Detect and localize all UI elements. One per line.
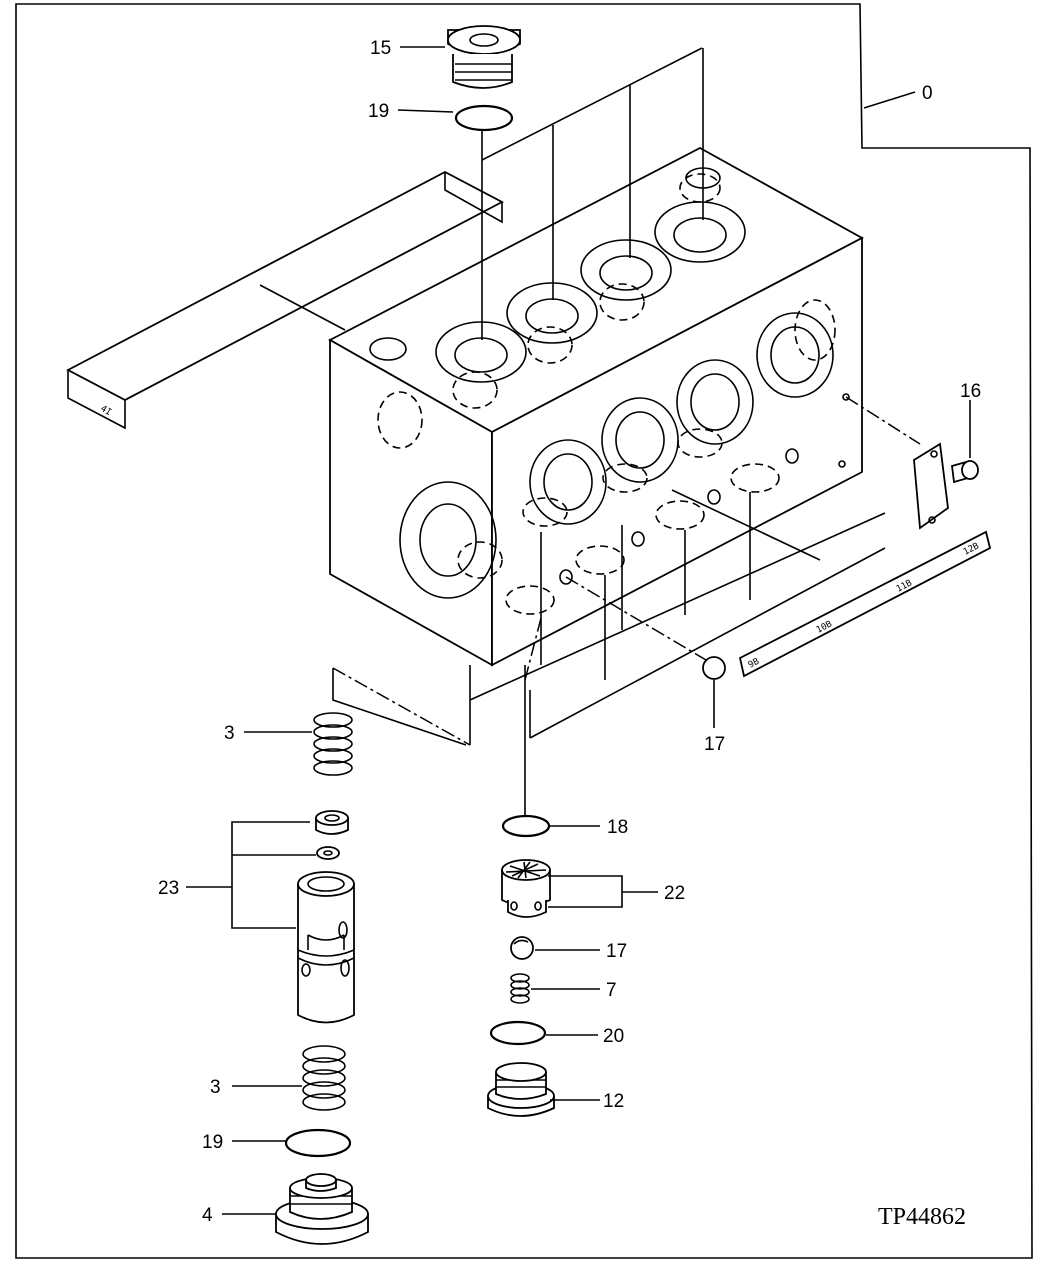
callout-label-17a: 17: [704, 734, 725, 755]
callout-label-19b: 19: [202, 1132, 223, 1153]
part-19-oring-top: [454, 104, 514, 132]
part-12-plug: [487, 1062, 555, 1117]
tag-strip-right: 9B 10B 11B 12B: [738, 530, 992, 678]
valve-body: [328, 146, 886, 745]
figure-id: TP44862: [878, 1204, 966, 1230]
part-15-plug: [447, 25, 521, 89]
part-3-spring-upper: [313, 712, 353, 776]
tag-right-9b: 9B: [747, 657, 761, 671]
callout-label-17b: 17: [606, 941, 627, 962]
part-19-oring-lower: [284, 1128, 352, 1158]
callout-label-22: 22: [664, 883, 685, 904]
assembly-border: [15, 3, 1033, 1259]
tag-left-label: 4I: [99, 404, 113, 418]
callout-label-4: 4: [202, 1205, 213, 1226]
callout-label-3b: 3: [210, 1077, 221, 1098]
part-23-spool-assembly: [297, 810, 355, 1024]
callout-leader-0: [863, 91, 916, 109]
callout-leader-19a: [397, 109, 454, 113]
part-7-spring: [510, 973, 530, 1004]
callout-label-12: 12: [603, 1091, 624, 1112]
callout-label-18: 18: [607, 817, 628, 838]
callout-label-7: 7: [606, 980, 617, 1001]
part-17-ball-upper: [702, 656, 726, 680]
callout-label-20: 20: [603, 1026, 624, 1047]
top-guide-lines: [481, 47, 704, 340]
callout-label-0: 0: [922, 83, 933, 104]
callout-label-23: 23: [158, 878, 179, 899]
callout-bracket-22: [548, 875, 658, 908]
callout-label-19a: 19: [368, 101, 389, 122]
part-18-oring: [501, 814, 551, 838]
tag-bracket-left: 4I: [66, 170, 504, 430]
part-4-plug: [275, 1173, 369, 1245]
callout-label-16: 16: [960, 381, 981, 402]
part-20-oring: [489, 1020, 547, 1046]
callout-bracket-23: [231, 821, 316, 929]
callout-label-15: 15: [370, 38, 391, 59]
part-16-cover-plate: [845, 396, 979, 530]
part-3-spring-lower: [302, 1045, 346, 1111]
part-22-filter: [501, 859, 551, 918]
callout-label-3a: 3: [224, 723, 235, 744]
